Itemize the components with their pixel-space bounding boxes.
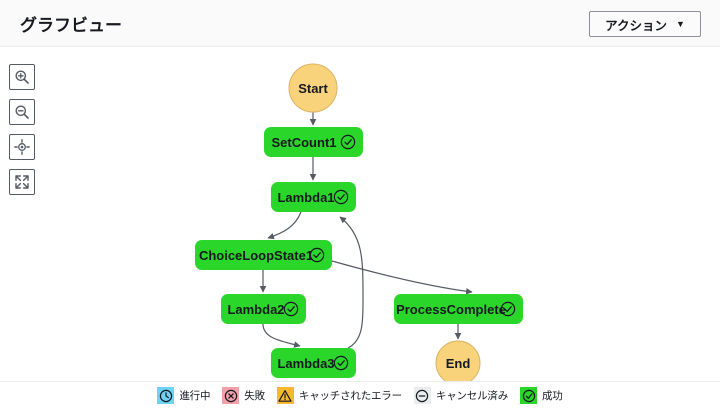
state-machine-graph: Start SetCount1 Lambda1: [195, 63, 523, 381]
node-lambda3[interactable]: Lambda3: [271, 348, 356, 378]
page-header: グラフビュー アクション ▼: [0, 0, 720, 47]
edge-choiceloopstate1-processcomplete: [331, 260, 473, 295]
legend-item-succeeded: 成功: [520, 387, 563, 404]
chevron-down-icon: ▼: [675, 18, 685, 29]
node-end-label: End: [446, 356, 471, 371]
status-legend: 進行中 失敗 キャッチされたエラー: [0, 381, 720, 409]
graph-controls: [9, 64, 35, 204]
graph-canvas[interactable]: Start SetCount1 Lambda1: [0, 47, 720, 381]
node-setcount1-label: SetCount1: [272, 135, 337, 150]
node-start-label: Start: [298, 81, 328, 96]
minus-circle-icon: [413, 387, 431, 404]
node-processcomplete[interactable]: ProcessComplete: [394, 294, 523, 324]
check-circle-icon: [333, 355, 349, 371]
node-processcomplete-label: ProcessComplete: [396, 302, 506, 317]
action-button-label: アクション: [605, 18, 667, 33]
node-setcount1[interactable]: SetCount1: [264, 127, 363, 157]
zoom-in-button[interactable]: [9, 64, 35, 90]
fit-screen-icon: [15, 175, 29, 189]
zoom-out-icon: [15, 105, 29, 119]
check-circle-icon: [500, 301, 516, 317]
legend-label-cancelled: キャンセル済み: [435, 390, 508, 402]
x-circle-icon: [222, 387, 240, 404]
legend-item-cancelled: キャンセル済み: [413, 387, 508, 404]
edge-lambda2-lambda3: [262, 323, 301, 348]
zoom-in-icon: [15, 70, 29, 84]
node-lambda3-label: Lambda3: [277, 356, 334, 371]
fit-screen-button[interactable]: [9, 169, 35, 195]
check-circle-icon: [333, 189, 349, 205]
graph-nodes: Start SetCount1 Lambda1: [195, 63, 523, 381]
zoom-out-button[interactable]: [9, 99, 35, 125]
page-title: グラフビュー: [20, 16, 122, 35]
edge-lambda1-choiceloopstate1: [267, 211, 302, 240]
node-choiceloopstate1[interactable]: ChoiceLoopState1: [195, 240, 332, 270]
check-circle-icon: [309, 247, 325, 263]
node-lambda1-label: Lambda1: [277, 190, 334, 205]
clock-icon: [157, 387, 175, 404]
center-graph-button[interactable]: [9, 134, 35, 160]
check-circle-icon: [283, 301, 299, 317]
node-lambda1[interactable]: Lambda1: [271, 182, 356, 212]
node-end[interactable]: End: [435, 340, 481, 381]
center-icon: [14, 139, 30, 155]
legend-item-failed: 失敗: [222, 387, 265, 404]
check-circle-icon: [340, 134, 356, 150]
warning-triangle-icon: [276, 387, 294, 404]
action-button[interactable]: アクション ▼: [589, 11, 701, 37]
node-start[interactable]: Start: [288, 63, 338, 113]
legend-label-failed: 失敗: [244, 390, 265, 402]
check-circle-icon: [520, 387, 537, 404]
edge-lambda3-lambda1: [339, 216, 364, 349]
legend-label-succeeded: 成功: [542, 390, 563, 402]
node-lambda2-label: Lambda2: [227, 302, 284, 317]
node-lambda2[interactable]: Lambda2: [221, 294, 306, 324]
legend-label-in-progress: 進行中: [179, 390, 211, 402]
legend-item-caught-error: キャッチされたエラー: [276, 387, 402, 404]
legend-label-caught-error: キャッチされたエラー: [298, 390, 402, 402]
graph-edges: [259, 112, 473, 349]
node-choiceloopstate1-label: ChoiceLoopState1: [199, 248, 313, 263]
legend-item-in-progress: 進行中: [157, 387, 210, 404]
